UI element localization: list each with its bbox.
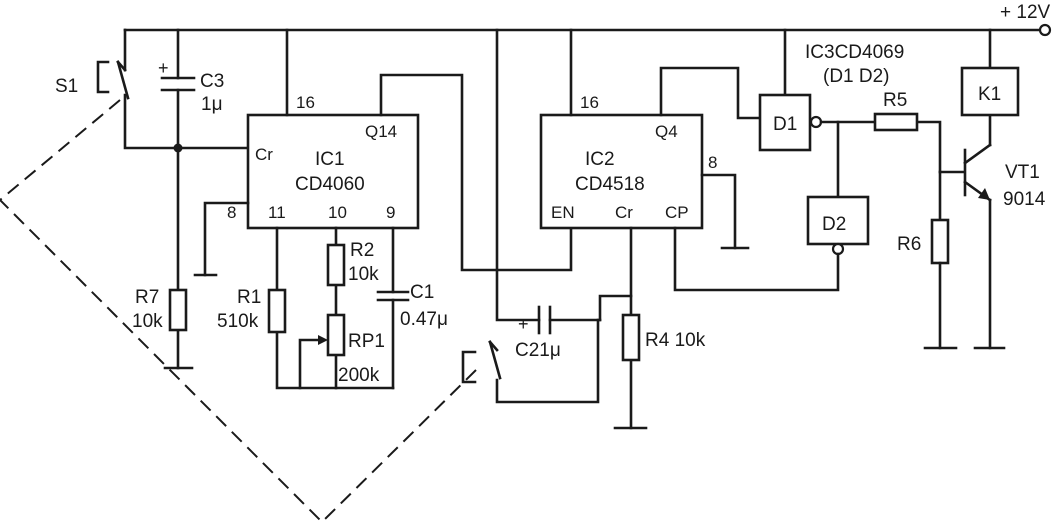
r5-label: R5 <box>883 90 907 111</box>
d2-gate: D2 <box>806 195 870 256</box>
ic1-pin-10: 10 <box>328 203 347 222</box>
ic2-pin-q4: Q4 <box>655 122 678 141</box>
r7-value: 10k <box>132 311 163 332</box>
ic3-title: IC3CD4069 <box>805 42 904 63</box>
supply-rail: + 12V <box>123 2 1052 37</box>
r5-to-base-wire <box>915 120 942 174</box>
r6-resistor: R6 <box>897 170 958 350</box>
r4-label: R4 10k <box>645 330 706 351</box>
r4-resistor: R4 10k <box>621 313 706 362</box>
d1-gate: D1 <box>758 28 823 152</box>
s2-switch <box>461 340 502 384</box>
r7-label: R7 <box>135 287 159 308</box>
ic3-gates: (D1 D2) <box>823 66 890 87</box>
ic1-rc-network <box>275 226 395 390</box>
ic1-pin-cr: Cr <box>255 145 273 164</box>
c1-capacitor: C1 0.47μ <box>376 282 448 330</box>
r2-resistor: R2 10k <box>326 240 379 287</box>
r1-label: R1 <box>237 287 261 308</box>
c3-polarity: + <box>158 58 169 78</box>
r1-resistor: R1 510k <box>217 287 287 334</box>
supply-label: + 12V <box>1000 2 1051 23</box>
vt1-transistor: VT1 9014 <box>938 113 1046 350</box>
d2-label: D2 <box>822 214 846 235</box>
k1-relay: K1 <box>960 28 1020 117</box>
ic2-reset-network <box>495 28 648 430</box>
vt1-label: VT1 <box>1005 162 1040 183</box>
ic1-pin-11: 11 <box>268 203 286 222</box>
c2-polarity: + <box>518 314 529 334</box>
ic1-pin-16: 16 <box>296 93 315 112</box>
ic1-part: CD4060 <box>295 174 365 195</box>
ic2-name: IC2 <box>585 149 615 170</box>
ic3-cd4069: IC3CD4069 (D1 D2) <box>805 42 904 87</box>
r6-label: R6 <box>897 234 921 255</box>
d1-label: D1 <box>773 114 797 135</box>
rp1-value: 200k <box>338 365 380 386</box>
s1-label: S1 <box>55 76 78 97</box>
c1-label: C1 <box>410 282 434 303</box>
r2-value: 10k <box>348 264 379 285</box>
q4-to-d1-wire <box>659 66 762 120</box>
r1-value: 510k <box>217 311 259 332</box>
r7-resistor: R7 10k <box>132 287 188 332</box>
ic1-pin-8: 8 <box>227 203 236 222</box>
ic2-pin-cp: CP <box>665 203 689 222</box>
q14-to-en-wire <box>379 73 573 272</box>
ic2-part: CD4518 <box>575 174 645 195</box>
ic1-cd4060: 16 Cr Q14 IC1 CD4060 8 11 10 9 <box>193 28 420 277</box>
s1-c3-r7-branch <box>123 28 250 370</box>
ic2-pin-cr: Cr <box>615 203 633 222</box>
ic2-pin-8: 8 <box>708 153 717 172</box>
ic2-cd4518: 16 Q4 IC2 CD4518 8 EN Cr CP <box>539 28 750 250</box>
s1-switch: S1 <box>55 60 130 100</box>
c3-capacitor: + C3 1μ <box>158 58 224 115</box>
r5-resistor: R5 <box>873 90 919 132</box>
c3-label: C3 <box>200 71 224 92</box>
ic2-pin-16: 16 <box>580 93 599 112</box>
switch-linkage-dashed <box>0 99 477 524</box>
junction-dot <box>173 143 183 153</box>
ic2-pin-en: EN <box>551 203 575 222</box>
c2-label: C21μ <box>515 340 561 361</box>
k1-label: K1 <box>978 84 1001 105</box>
c2-capacitor: + C21μ <box>515 305 561 361</box>
c3-value: 1μ <box>201 94 223 115</box>
c1-value: 0.47μ <box>400 309 448 330</box>
d2-to-cp-wire <box>673 226 840 292</box>
r2-label: R2 <box>350 240 374 261</box>
ic1-pin-q14: Q14 <box>365 122 397 141</box>
rp1-label: RP1 <box>348 331 385 352</box>
ic1-name: IC1 <box>315 149 345 170</box>
ic1-pin-9: 9 <box>386 203 395 222</box>
supply-terminal <box>1038 23 1052 37</box>
vt1-value: 9014 <box>1003 189 1046 210</box>
rp1-potentiometer: RP1 200k <box>298 313 385 390</box>
